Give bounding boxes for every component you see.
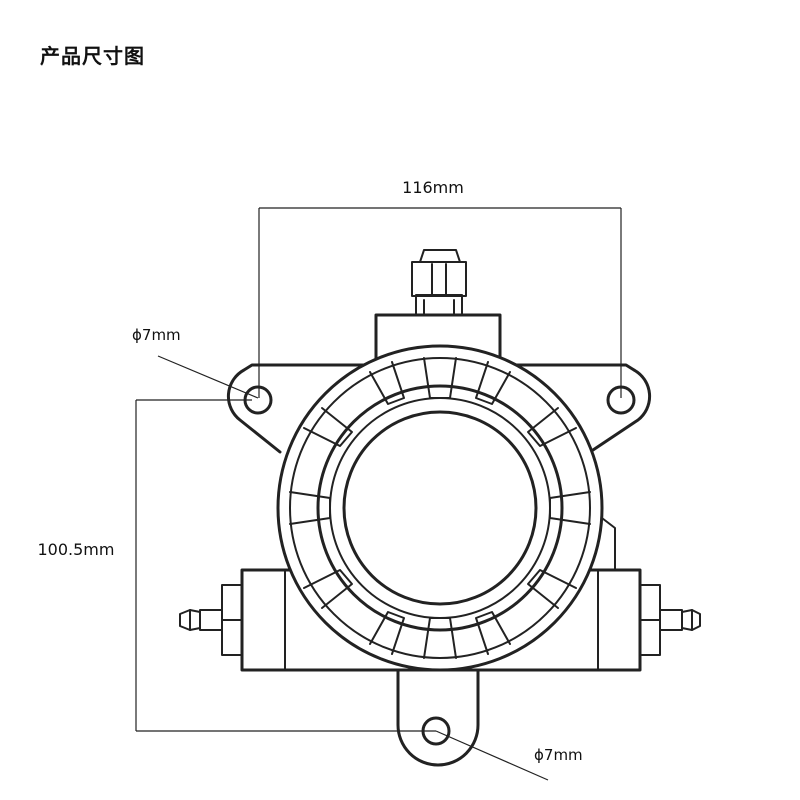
mounting-flange: [226, 363, 652, 454]
hole-callout-bottom: ϕ7mm: [435, 730, 583, 781]
mounting-hole-bottom: [421, 716, 451, 746]
hole-top-label: ϕ7mm: [132, 326, 181, 344]
hole-bottom-label: ϕ7mm: [534, 746, 583, 764]
width-label: 116mm: [402, 178, 464, 197]
height-label: 100.5mm: [38, 540, 115, 559]
bottom-mounting-tab: [396, 668, 480, 767]
width-dimension: 116mm: [258, 178, 622, 398]
hole-callout-top: ϕ7mm: [132, 326, 259, 399]
mounting-hole-right: [606, 385, 636, 415]
cover-ribs: [289, 357, 591, 659]
main-housing: [276, 344, 604, 672]
mounting-hole-left: [243, 385, 273, 415]
height-dimension: 100.5mm: [38, 399, 436, 732]
page-title: 产品尺寸图: [40, 44, 145, 68]
display-window: [342, 410, 538, 606]
gas-port-right: [639, 584, 701, 656]
gas-port-left: [179, 584, 243, 656]
